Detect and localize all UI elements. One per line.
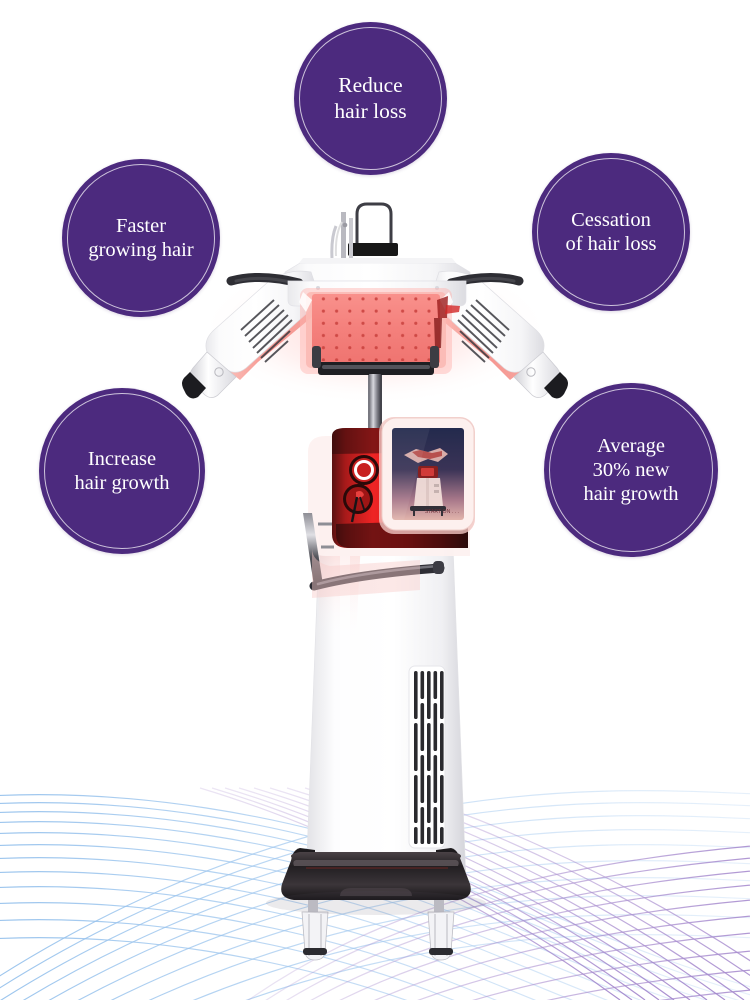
floor-shadow (266, 891, 486, 915)
badge-faster-line1: Faster (115, 214, 167, 237)
caster-front-right (427, 900, 455, 961)
touchscreen-display[interactable]: START ON . . . (379, 417, 475, 534)
badge-cessation-text: Cessation of hair loss (557, 208, 664, 256)
emergency-stop-key-switch[interactable] (343, 484, 373, 523)
badge-faster-line2: growing hair (88, 239, 194, 261)
left-wing-vents (240, 299, 293, 363)
badge-average-line1: Average (597, 434, 665, 457)
screen-status-text: START ON . . . (425, 509, 459, 515)
badge-increase-text: Increase hair growth (66, 447, 177, 495)
badge-average-line2: 30% new (592, 458, 670, 481)
hood-bottom-bracket (312, 346, 439, 375)
badge-increase-hair-growth[interactable]: Increase hair growth (39, 388, 205, 554)
left-wing-endcap (182, 351, 237, 399)
lower-mast (369, 374, 381, 432)
badge-cessation-line2: of hair loss (565, 233, 657, 255)
badge-faster-text: Faster growing hair (80, 214, 201, 262)
screen-device-illustration (404, 448, 448, 516)
badge-cessation-of-hair-loss[interactable]: Cessation of hair loss (532, 153, 690, 311)
badge-faster-growing-hair[interactable]: Faster growing hair (62, 159, 220, 317)
top-handle-assembly[interactable] (330, 202, 398, 260)
badge-reduce-text: Reduce hair loss (326, 73, 414, 124)
badge-average-new-hair-growth[interactable]: Average 30% new hair growth (544, 383, 718, 557)
caster-front-left (301, 900, 329, 961)
laser-emitter-panel[interactable] (299, 288, 460, 374)
badge-reduce-line2: hair loss (334, 98, 407, 123)
badge-cessation-line1: Cessation (571, 208, 651, 231)
badge-average-line3: hair growth (583, 483, 679, 506)
badge-reduce-line1: Reduce (338, 73, 403, 98)
side-handle-rail[interactable] (303, 513, 445, 591)
right-wing-endcap (513, 351, 568, 399)
caster-wheels (301, 900, 455, 961)
badge-average-text: Average 30% new hair growth (575, 434, 686, 507)
control-head-glow (312, 548, 420, 598)
right-wing-vents (457, 299, 510, 363)
power-button[interactable] (349, 455, 379, 485)
badge-increase-line2: hair growth (74, 472, 170, 494)
machine-base (281, 848, 471, 900)
cabinet-vent-grille (408, 665, 446, 849)
laser-dot-grid (315, 297, 437, 361)
badge-reduce-hair-loss[interactable]: Reduce hair loss (294, 22, 447, 175)
badge-increase-line1: Increase (87, 447, 157, 470)
